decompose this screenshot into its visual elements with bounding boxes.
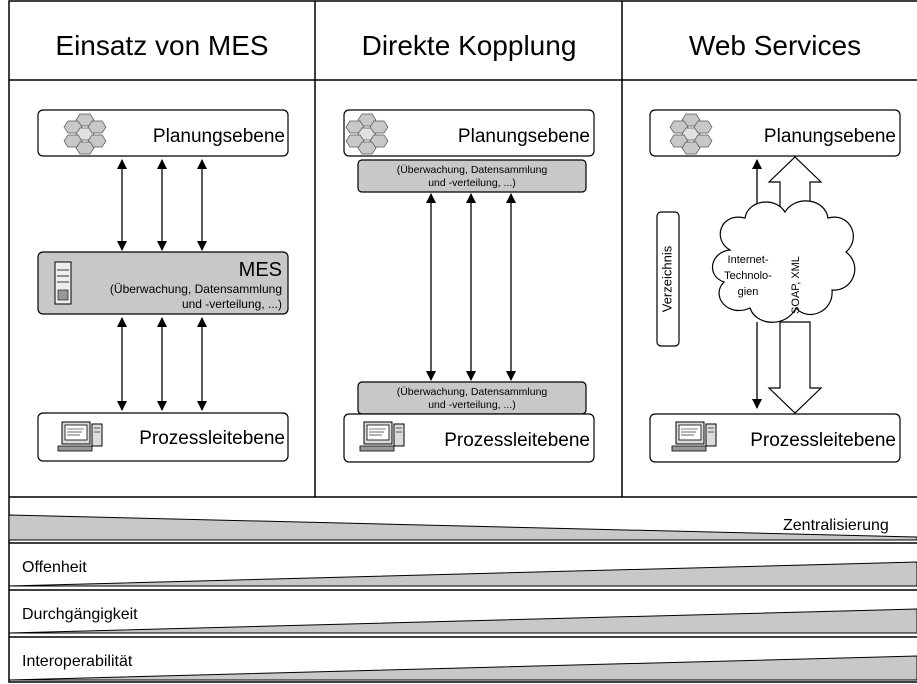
table-grid: [8, 0, 917, 683]
trend-wedge-interoperability: [8, 655, 917, 681]
process-label-mes: Prozessleitebene: [139, 428, 285, 449]
cloud-line3: gien: [738, 286, 759, 298]
protocols-label: SOAP, XML: [790, 256, 802, 314]
process-box-direct: [343, 413, 595, 463]
planning-box-web: [649, 109, 901, 157]
mes-title: MES: [239, 259, 282, 281]
trend-wedge-openness: [8, 561, 917, 587]
internet-cloud: [712, 200, 856, 323]
hollow-down-arrow: [767, 321, 823, 414]
process-label-direct: Prozessleitebene: [444, 430, 590, 451]
trend-rows: Zentralisierung Offenheit Durchgängigkei…: [8, 514, 917, 681]
cloud-line1: Internet-: [728, 254, 769, 266]
planning-box-direct: [343, 109, 595, 157]
server-icon: [54, 261, 72, 305]
directory-box: [656, 211, 680, 347]
trend-wedge-consistency: [8, 608, 917, 634]
trend-label-centralization: Zentralisierung: [783, 517, 889, 534]
mes-line1: (Überwachung, Datensammlung: [110, 282, 282, 296]
direct-bottom-line1: (Überwachung, Datensammlung: [397, 386, 548, 398]
column-title-web: Web Services: [689, 30, 861, 61]
column-title-mes: Einsatz von MES: [55, 30, 268, 61]
column-title-direct: Direkte Kopplung: [362, 30, 577, 61]
directory-label: Verzeichnis: [659, 245, 674, 312]
direct-top-line1: (Überwachung, Datensammlung: [397, 164, 548, 176]
trend-wedge-centralization: [8, 514, 917, 541]
trend-label-interoperability: Interoperabilität: [22, 653, 133, 670]
mes-column: Planungsebene MES (Überwachung, Datensam…: [37, 109, 289, 462]
direct-top-line2: und -verteilung, ...): [428, 177, 516, 189]
direct-top-adapter: [357, 159, 587, 193]
cloud-line2: Technolo-: [724, 270, 772, 282]
trend-label-openness: Offenheit: [22, 559, 87, 576]
mes-box: [37, 251, 289, 315]
process-label-web: Prozessleitebene: [750, 430, 896, 451]
web-column: Planungsebene Verzeichnis Internet- Tech…: [649, 109, 901, 463]
planning-label-web: Planungsebene: [764, 126, 896, 147]
mes-line2: und -verteilung, ...): [182, 297, 282, 311]
trend-label-consistency: Durchgängigkeit: [22, 606, 138, 623]
planning-label-mes: Planungsebene: [153, 126, 285, 147]
direct-column: Planungsebene (Überwachung, Datensammlun…: [343, 109, 595, 463]
planning-label-direct: Planungsebene: [458, 126, 590, 147]
direct-bottom-line2: und -verteilung, ...): [428, 399, 516, 411]
